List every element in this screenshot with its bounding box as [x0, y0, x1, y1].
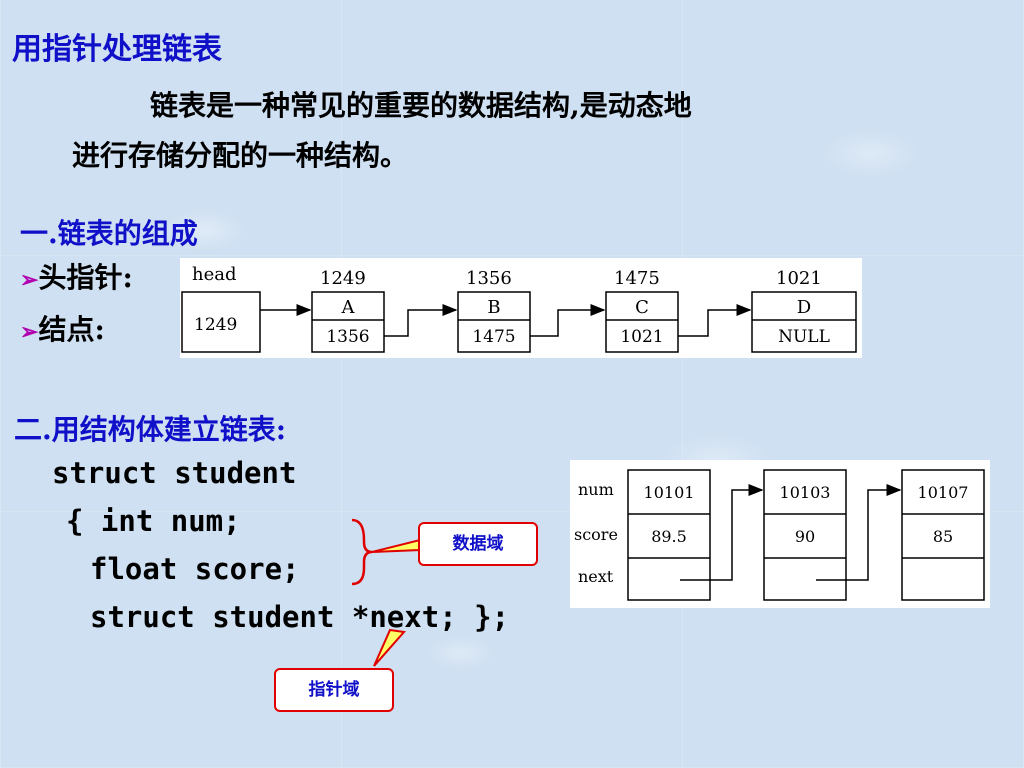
node-data: C [635, 297, 649, 318]
node-next: 1021 [620, 327, 663, 347]
node-a: 1249 A 1356 [311, 268, 385, 353]
head-label: head [192, 264, 237, 285]
node-next: 1475 [472, 327, 515, 347]
node-address: 1475 [614, 268, 660, 289]
pointer-field-callout: 指针域 [274, 668, 394, 712]
bullet-arrow-icon: ➢ [20, 267, 39, 293]
node-b: 1356 B 1475 [457, 268, 531, 353]
struct-list-svg: num score next 10101 89.5 10103 90 10107 [574, 469, 985, 601]
bullet-head-pointer: ➢头指针: [20, 256, 133, 296]
data-field-pointer [371, 538, 421, 553]
link-arrow [678, 304, 752, 337]
struct-node-3: 10107 85 [901, 469, 985, 601]
code-line: { int num; [66, 504, 241, 538]
data-field-callout: 数据域 [418, 522, 538, 566]
node-num: 10101 [644, 483, 695, 502]
pointer-field-pointer [373, 628, 406, 667]
brace-icon [351, 518, 373, 586]
node-next: NULL [778, 327, 830, 347]
linked-list-svg: head 1249 1249 A 1356 1356 B 1475 1475 C [181, 264, 857, 353]
row-label-next: next [578, 567, 614, 586]
node-score: 85 [933, 527, 953, 546]
row-label-num: num [578, 480, 614, 499]
code-line: float score; [90, 552, 300, 586]
node-address: 1249 [320, 268, 366, 289]
bullet-text: 结点: [38, 313, 105, 346]
head-box [181, 291, 261, 353]
page-title: 用指针处理链表 [12, 32, 222, 67]
node-data: D [797, 297, 811, 318]
struct-node-1: 10101 89.5 [627, 469, 711, 601]
node-num: 10103 [780, 483, 831, 502]
head-value: 1249 [194, 315, 237, 335]
node-data: A [341, 297, 356, 318]
node-num: 10107 [918, 483, 969, 502]
section-2-heading: 二.用结构体建立链表: [14, 413, 287, 446]
link-arrow [384, 304, 458, 337]
struct-node-2: 10103 90 [763, 469, 847, 601]
node-data: B [487, 297, 500, 318]
code-line: struct student [52, 456, 297, 490]
node-score: 89.5 [651, 527, 687, 546]
code-line: struct student *next; }; [90, 600, 510, 634]
node-address: 1356 [466, 268, 512, 289]
intro-line-2: 进行存储分配的一种结构。 [72, 139, 409, 172]
link-arrow [530, 304, 606, 337]
bullet-text: 头指针: [38, 261, 133, 294]
node-d: 1021 D NULL [751, 268, 857, 353]
row-label-score: score [574, 525, 618, 544]
intro-line-1: 链表是一种常见的重要的数据结构,是动态地 [150, 89, 692, 122]
node-address: 1021 [776, 268, 822, 289]
node-next: 1356 [326, 327, 369, 347]
node-c: 1475 C 1021 [605, 268, 679, 353]
linked-list-diagram: head 1249 1249 A 1356 1356 B 1475 1475 C [180, 258, 862, 358]
bullet-node: ➢结点: [20, 308, 105, 348]
node-score: 90 [795, 527, 815, 546]
link-arrow [816, 484, 902, 581]
struct-list-diagram: num score next 10101 89.5 10103 90 10107 [570, 460, 990, 608]
link-arrow [680, 484, 764, 581]
bullet-arrow-icon: ➢ [20, 319, 39, 345]
section-1-heading: 一.链表的组成 [20, 217, 198, 250]
